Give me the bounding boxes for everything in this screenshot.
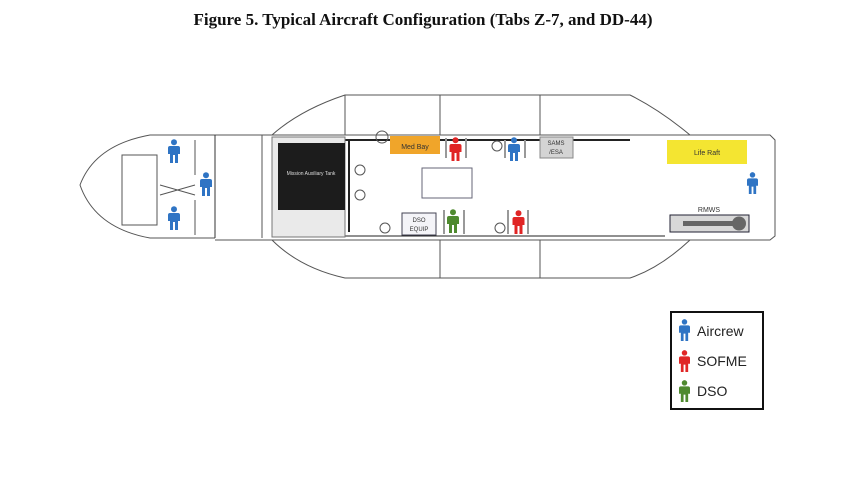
seat-brackets xyxy=(443,138,529,234)
rmws-label: RMWS xyxy=(698,207,720,214)
mission-tank-label: Mission Auxiliary Tank xyxy=(287,171,336,177)
legend-sofme-label: SOFME xyxy=(697,353,747,369)
legend: Aircrew SOFME DSO xyxy=(670,311,764,410)
fuselage-outline xyxy=(79,94,776,279)
equip-label: EQUIP xyxy=(410,227,429,233)
sams-esa-box xyxy=(539,136,574,159)
med-bay xyxy=(390,136,440,154)
aircrew-person-icon xyxy=(747,172,758,194)
sofme-person-icon xyxy=(512,210,525,234)
sams-label: SAMS xyxy=(547,141,564,147)
legend-dso-label: DSO xyxy=(697,383,727,399)
life-raft-label: Life Raft xyxy=(694,150,720,157)
aircrew-person-icon xyxy=(200,172,212,196)
mission-auxiliary-tank xyxy=(278,143,345,210)
life-raft xyxy=(667,140,747,164)
aircrew-person-icon xyxy=(168,206,180,230)
med-bay-label: Med Bay xyxy=(401,144,429,151)
figure-title: Figure 5. Typical Aircraft Configuration… xyxy=(193,10,653,29)
legend-aircrew-label: Aircrew xyxy=(697,323,745,339)
esa-label: /ESA xyxy=(549,150,563,156)
dso-label: DSO xyxy=(412,218,425,224)
dso-equip-box xyxy=(401,212,437,236)
dso-person-icon xyxy=(447,209,459,233)
aircrew-person-icon xyxy=(168,139,180,163)
